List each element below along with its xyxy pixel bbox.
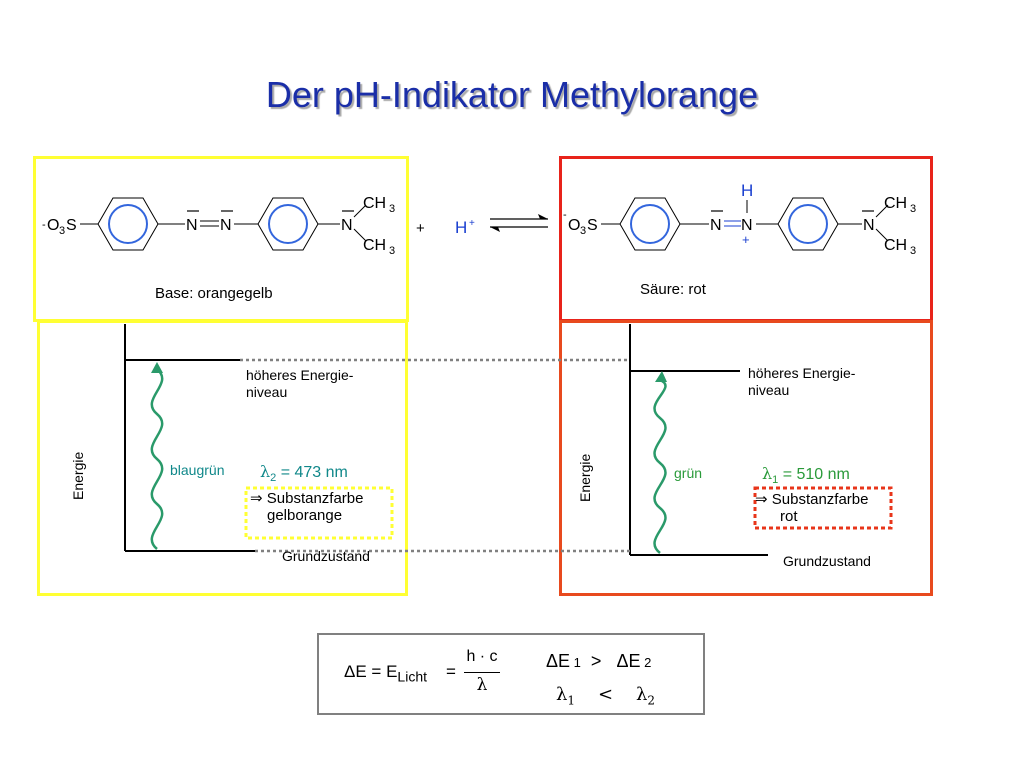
equilibrium-arrow [490, 214, 548, 232]
base-aromatic-ring-1 [108, 204, 148, 244]
implies-icon: ⇒ [755, 491, 768, 508]
left-photon-arrowhead [151, 362, 163, 373]
acid-sulfonate-charge: - [563, 209, 567, 221]
acid-methyl-top: CH [884, 195, 907, 212]
base-amine-n: N [341, 217, 353, 234]
base-sulfonate-charge: - [42, 219, 46, 231]
acid-positive-charge: + [742, 232, 750, 247]
base-azo-n1: N [186, 217, 198, 234]
left-ground-level-label: Grundzustand [282, 548, 370, 564]
energy-comparison: ΔE 1 > ΔE 2 [546, 651, 652, 671]
acid-proton-h: H [741, 181, 753, 200]
implies-icon: ⇒ [250, 490, 263, 507]
acid-sulfonate-o: O [568, 217, 580, 234]
left-result-box [244, 486, 394, 540]
left-axis-label: Energie [70, 451, 86, 500]
base-azo-n2: N [220, 217, 232, 234]
left-result-text: ⇒ Substanzfarbe gelborange [250, 490, 364, 524]
acid-methyl-top-sub: 3 [910, 203, 916, 215]
formula-box [317, 633, 705, 715]
right-result-text: ⇒ Substanzfarbe rot [755, 491, 869, 525]
left-photon-wave [150, 368, 164, 550]
acid-aromatic-ring-1 [630, 204, 670, 244]
acid-sulfonate-s: S [587, 217, 598, 234]
right-wavelength: λ1 = 510 nm [762, 464, 850, 487]
acid-energy-box [559, 320, 933, 596]
formula-numerator: h · c [466, 648, 498, 665]
acid-sulfonate-sub: 3 [580, 225, 586, 237]
base-energy-box [37, 320, 408, 596]
proton-charge: + [469, 218, 475, 229]
page-title: Der pH-Indikator Methylorange [265, 74, 759, 115]
acid-aromatic-ring-2 [788, 204, 828, 244]
acid-methyl-bottom-sub: 3 [910, 245, 916, 257]
right-result-box [753, 486, 893, 530]
base-sulfonate-o: O [47, 217, 59, 234]
base-methyl-top: CH [363, 195, 386, 212]
base-methyl-bottom-sub: 3 [389, 245, 395, 257]
acid-azo-n1: N [710, 217, 722, 234]
right-light-color-label: grün [674, 465, 703, 481]
acid-molecule: - O 3 S N N H + N CH 3 CH 3 [563, 181, 916, 257]
right-axis-label: Energie [577, 453, 593, 502]
base-molecule: - O 3 S N N N CH 3 CH 3 [42, 195, 395, 257]
plus-sign: + [416, 220, 425, 237]
left-wavelength: λ2 = 473 nm [260, 462, 348, 485]
energy-formula-lhs: ΔE = ELicht [344, 662, 427, 685]
acid-amine-n: N [863, 217, 875, 234]
acid-caption: Säure: rot [640, 281, 706, 298]
wavelength-comparison: λ1 < λ2 [556, 684, 655, 708]
right-photon-arrowhead [655, 371, 667, 382]
left-upper-level-label: höheres Energie-niveau [246, 367, 354, 400]
right-upper-level-label: höheres Energie-niveau [748, 365, 856, 398]
proton-symbol: H [455, 218, 467, 237]
base-caption: Base: orangegelb [155, 285, 273, 302]
base-sulfonate-sub: 3 [59, 225, 65, 237]
base-methyl-top-sub: 3 [389, 203, 395, 215]
acid-azo-n2: N [741, 217, 753, 234]
right-ground-level-label: Grundzustand [783, 553, 871, 569]
energy-formula-eq: = [446, 662, 456, 681]
base-methyl-bottom: CH [363, 237, 386, 254]
base-aromatic-ring-2 [268, 204, 308, 244]
fraction-bar [464, 672, 500, 673]
acid-methyl-bottom: CH [884, 237, 907, 254]
formula-denominator: λ [476, 675, 488, 695]
left-light-color-label: blaugrün [170, 462, 225, 478]
right-photon-wave [653, 378, 667, 554]
base-sulfonate-s: S [66, 217, 77, 234]
